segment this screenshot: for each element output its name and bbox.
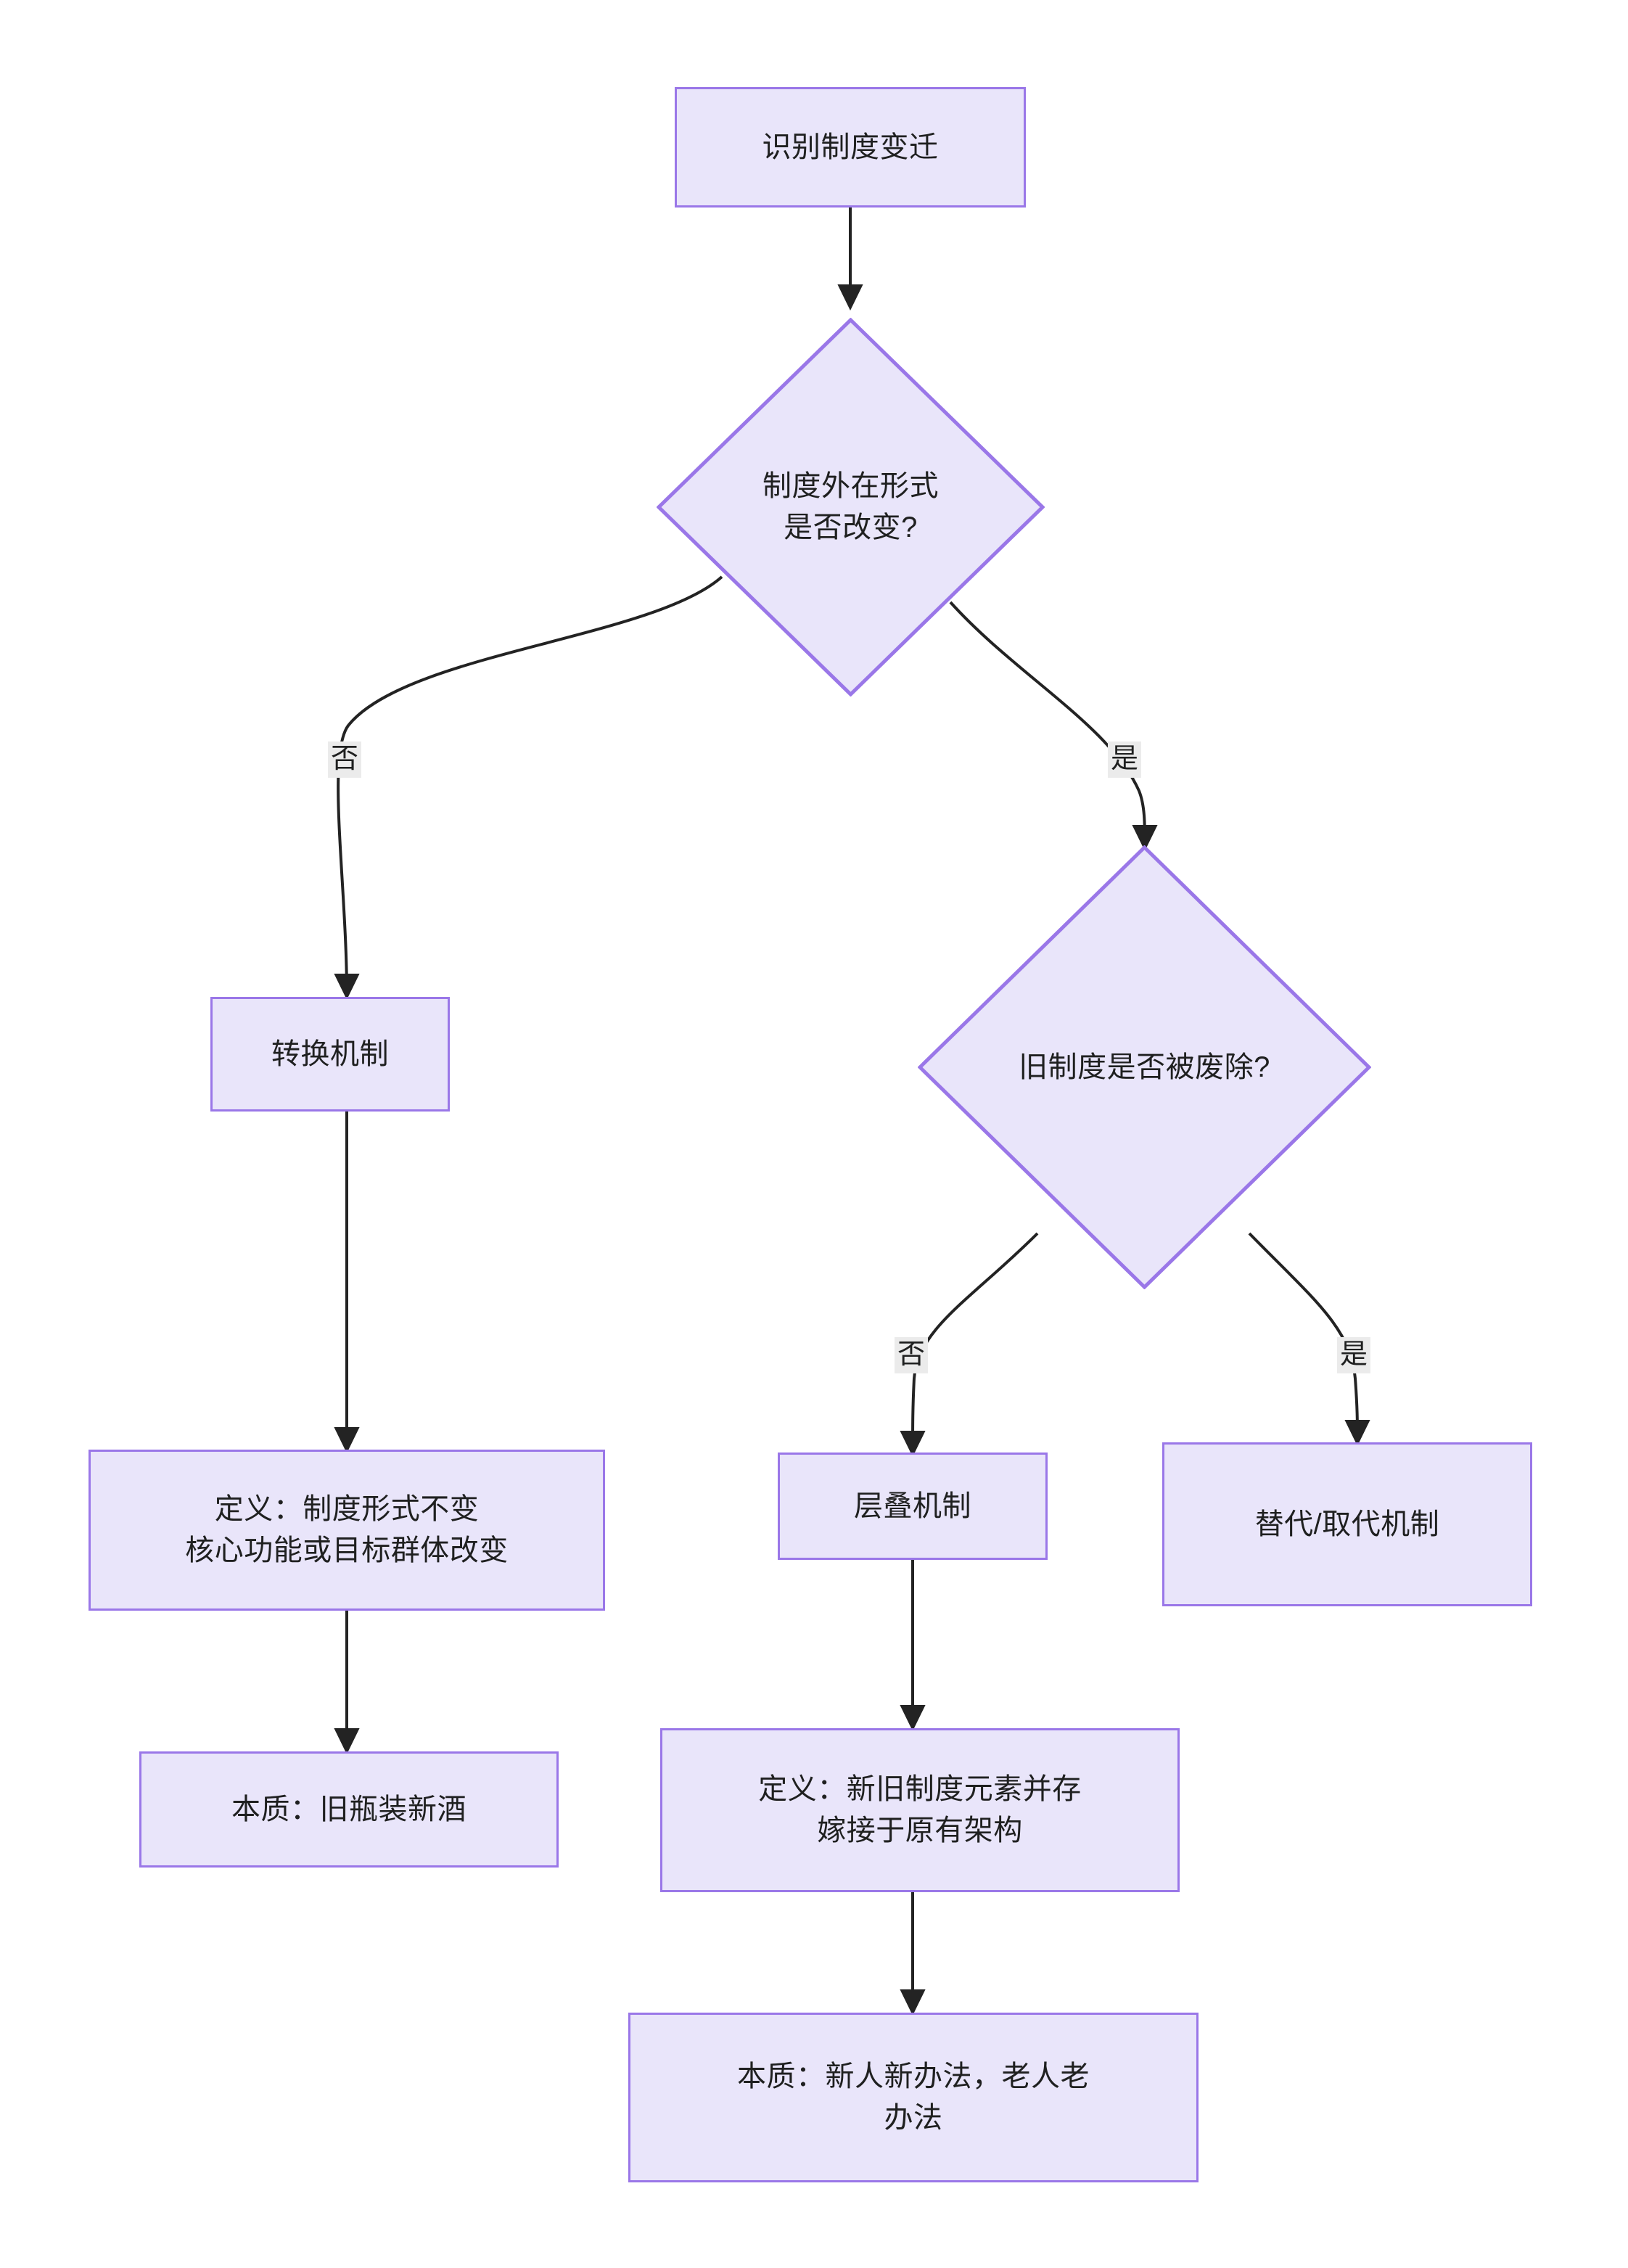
edge-label-q1-no: 否 <box>328 741 362 778</box>
node-label: 替代/取代机制 <box>1254 1508 1440 1540</box>
node-conversion-definition[interactable]: 定义：制度形式不变 核心功能或目标群体改变 <box>89 1450 605 1611</box>
node-label: 层叠机制 <box>854 1490 971 1522</box>
diamond-shape <box>918 845 1371 1289</box>
node-layering-essence[interactable]: 本质：新人新办法，老人老 办法 <box>628 2013 1199 2182</box>
node-label: 本质：旧瓶装新酒 <box>231 1793 466 1825</box>
node-displacement-mechanism[interactable]: 替代/取代机制 <box>1162 1442 1532 1606</box>
node-label: 制度外在形式 是否改变? <box>762 470 939 543</box>
node-identify-institutional-change[interactable]: 识别制度变迁 <box>675 87 1026 208</box>
node-label: 转换机制 <box>271 1038 389 1070</box>
node-decision-old-abolished[interactable]: 旧制度是否被废除? <box>918 845 1371 1289</box>
node-label: 旧制度是否被废除? <box>1019 1051 1270 1083</box>
node-label: 定义：新旧制度元素并存 嫁接于原有架构 <box>758 1773 1082 1846</box>
edge-label-q1-yes: 是 <box>1108 741 1142 778</box>
diamond-shape <box>657 318 1045 697</box>
node-conversion-mechanism[interactable]: 转换机制 <box>210 997 450 1112</box>
node-layering-mechanism[interactable]: 层叠机制 <box>778 1453 1048 1560</box>
node-label: 识别制度变迁 <box>762 131 939 163</box>
node-decision-form-changed[interactable]: 制度外在形式 是否改变? <box>657 318 1045 697</box>
node-label: 定义：制度形式不变 核心功能或目标群体改变 <box>185 1493 509 1566</box>
edge-label-q2-no: 否 <box>895 1337 929 1373</box>
node-label: 本质：新人新办法，老人老 办法 <box>737 2060 1090 2134</box>
node-conversion-essence[interactable]: 本质：旧瓶装新酒 <box>139 1751 559 1868</box>
edge-label-q2-yes: 是 <box>1337 1337 1371 1373</box>
node-layering-definition[interactable]: 定义：新旧制度元素并存 嫁接于原有架构 <box>660 1728 1180 1892</box>
